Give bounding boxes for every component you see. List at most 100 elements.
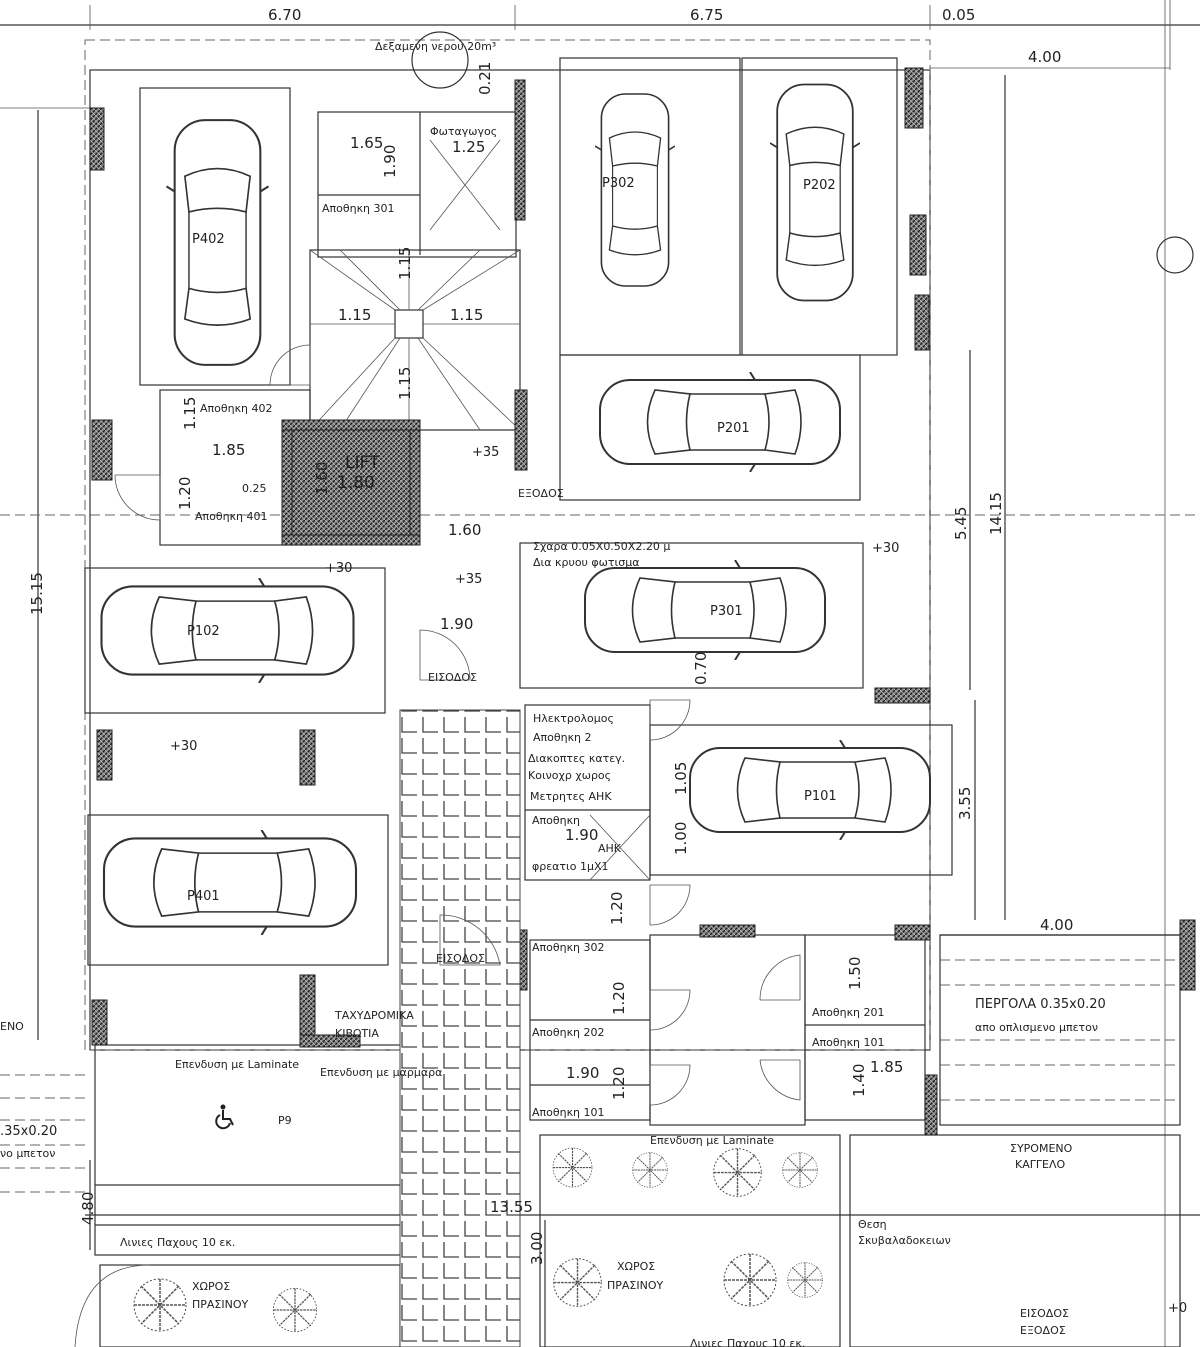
dim-label: 0.25: [242, 482, 267, 495]
dim-label: 1.20: [608, 892, 626, 925]
label: LIFT: [345, 453, 380, 473]
label: Κοινοχρ χωρος: [528, 769, 611, 782]
dim-label: 1.15: [396, 367, 414, 400]
label: ΠΡΑΣΙΝΟΥ: [192, 1298, 249, 1311]
label: Λινιες Παχους 10 εκ.: [120, 1236, 235, 1249]
bush-icon: [552, 1147, 593, 1188]
dim-label: 1.60: [448, 521, 481, 539]
label: Αποθηκη 402: [200, 402, 273, 415]
label: Δεξαμενη νερου 20m³: [375, 40, 496, 53]
label: ΧΩΡΟΣ: [192, 1280, 230, 1293]
dim-label: 4.80: [79, 1192, 97, 1225]
label: Αποθηκη 302: [532, 941, 605, 954]
parking-label: P401: [187, 889, 220, 904]
car-p401: [102, 830, 358, 935]
label: +35: [472, 445, 499, 460]
bush-icon: [782, 1152, 818, 1188]
dim-label: 6.75: [690, 6, 723, 24]
label: +0: [1168, 1301, 1187, 1316]
label: Αποθηκη 401: [195, 510, 268, 523]
label: +35: [455, 572, 482, 587]
dim-label: 1.50: [846, 957, 864, 990]
dim-label: 3.55: [956, 787, 974, 820]
dim-label: 0.70: [692, 652, 710, 685]
parking-label: P102: [187, 624, 220, 639]
car-p301: [583, 560, 827, 660]
label: ΕΞΟΔΟΣ: [518, 487, 564, 500]
dim-label: 1.20: [610, 1067, 628, 1100]
dim-label: 1.15: [181, 397, 199, 430]
label: απο οπλισμενο μπετον: [975, 1021, 1098, 1034]
dim-label: 1.20: [176, 477, 194, 510]
dim-label: 1.90: [565, 826, 598, 844]
room-labels: Δεξαμενη νερου 20m³ Φωταγωγος Αποθηκη 30…: [0, 40, 1187, 1347]
dim-label: 1.65: [350, 134, 383, 152]
dim-label: 13.55: [490, 1198, 533, 1216]
dim-label: 1.85: [212, 441, 245, 459]
label: ΕΝΟ: [0, 1020, 24, 1033]
label: ΤΑΧΥΔΡΟΜΙΚΑ: [334, 1009, 414, 1022]
bush-icon: [723, 1253, 777, 1307]
label: ΠΡΑΣΙΝΟΥ: [607, 1279, 664, 1292]
label: ΑΗΚ: [598, 842, 622, 855]
label: Φωταγωγος: [430, 125, 497, 138]
parking-label: P402: [192, 232, 225, 247]
label: Αποθηκη 301: [322, 202, 395, 215]
parking-labels: P402 P302 P202 P201 P301 P102 P101 P401 …: [187, 176, 837, 1127]
dim-label: 14.15: [987, 492, 1005, 535]
walls: [89, 67, 1196, 1136]
bush-icon: [133, 1278, 187, 1332]
doors: [114, 344, 801, 1106]
dim-label: 4.00: [1040, 916, 1073, 934]
parking-label: P301: [710, 604, 743, 619]
dim-label: 6.70: [268, 6, 301, 24]
label: Αποθηκη 2: [533, 731, 592, 744]
dim-label: 5.45: [952, 507, 970, 540]
label: Αποθηκη 202: [532, 1026, 605, 1039]
dim-label: 1.40: [850, 1064, 868, 1097]
dim-label: 1.15: [450, 306, 483, 324]
label: φρεατιο 1μΧ1: [532, 860, 609, 873]
label: Ηλεκτρολομος: [533, 712, 614, 725]
dim-label: 1.15: [338, 306, 371, 324]
parking-label: P201: [717, 421, 750, 436]
wheelchair-icon: [215, 1104, 234, 1130]
label: Αποθηκη: [532, 814, 580, 827]
dim-label: 3.00: [528, 1232, 546, 1265]
dim-label: 1.20: [610, 982, 628, 1015]
label: ΠΕΡΓΟΛΑ 0.35x0.20: [975, 997, 1106, 1012]
bush-icon: [272, 1287, 318, 1333]
dim-label: 1.85: [870, 1058, 903, 1076]
label: +30: [872, 541, 899, 556]
dim-label: 15.15: [28, 572, 46, 615]
dim-label: 1.15: [396, 247, 414, 280]
label: Θεση: [858, 1218, 887, 1231]
dim-label: 1.60: [313, 462, 331, 495]
label: +30: [170, 739, 197, 754]
label: Δια κρυου φωτισμα: [533, 556, 639, 569]
bush-icon: [552, 1257, 603, 1308]
label: Επενδυση με Laminate: [650, 1134, 774, 1147]
label: Μετρητες ΑΗΚ: [530, 790, 612, 803]
label: Αποθηκη 101: [812, 1036, 885, 1049]
dim-label: 1.90: [381, 145, 399, 178]
label: ΕΙΣΟΔΟΣ: [428, 671, 477, 684]
label: .35x0.20: [0, 1124, 57, 1139]
dim-label: 4.00: [1028, 48, 1061, 66]
label: Επενδυση με μαρμαρα: [320, 1066, 442, 1079]
dim-label: 0.05: [942, 6, 975, 24]
label: ΧΩΡΟΣ: [617, 1260, 655, 1273]
label: Λινιες Παχους 10 εκ.: [690, 1337, 805, 1347]
label: νο μπετον: [0, 1147, 55, 1160]
parking-label: P302: [602, 176, 635, 191]
dim-label: 0.21: [476, 62, 494, 95]
label: ΕΞΟΔΟΣ: [1020, 1324, 1066, 1337]
label: ΚΑΓΓΕΛΟ: [1015, 1158, 1065, 1171]
label: ΕΙΣΟΔΟΣ: [1020, 1307, 1069, 1320]
label: ΣΥΡΟΜΕΝΟ: [1010, 1142, 1073, 1155]
label: Σκυβαλαδοκειων: [858, 1234, 951, 1247]
dim-label: 1.90: [440, 615, 473, 633]
dim-label: 1.90: [566, 1064, 599, 1082]
label: Αποθηκη 201: [812, 1006, 885, 1019]
